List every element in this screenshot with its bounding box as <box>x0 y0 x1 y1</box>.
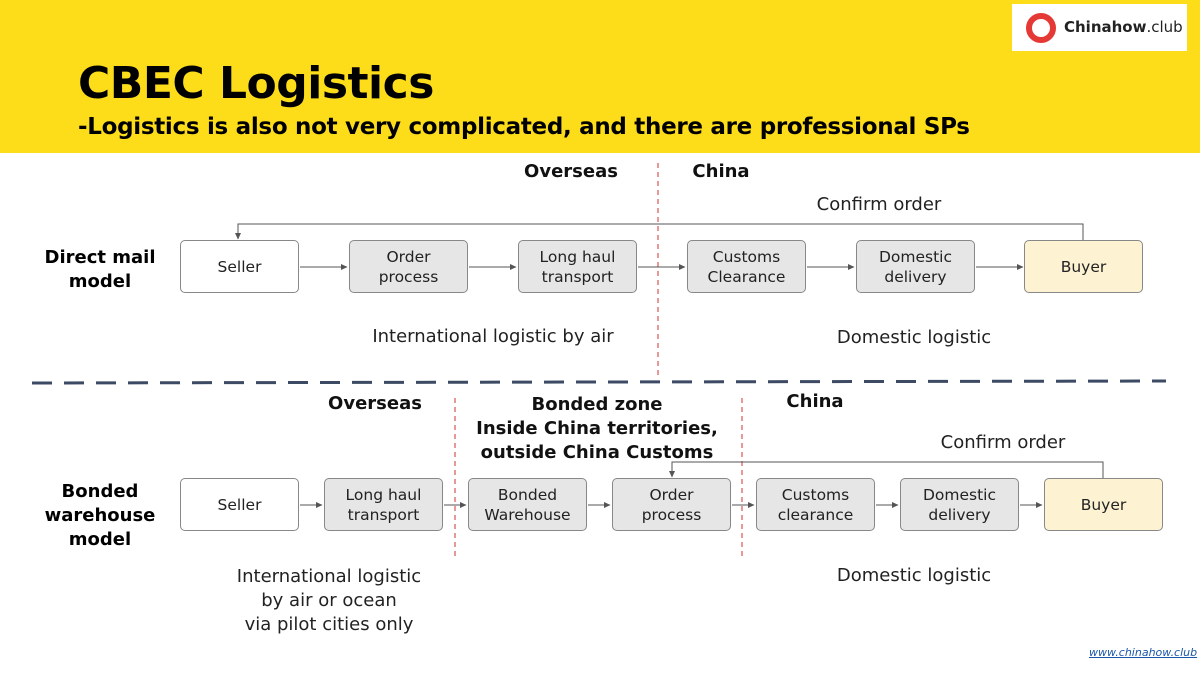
step-label: Order <box>386 247 431 266</box>
bonded-label-line3: model <box>68 529 132 550</box>
note-domestic-bonded: Domestic logistic <box>836 565 992 586</box>
bonded-label-line2: warehouse <box>44 505 156 526</box>
page-subtitle: -Logistics is also not very complicated,… <box>78 114 970 140</box>
step-label: Long haul <box>539 247 616 266</box>
step-label: Customs <box>781 485 850 504</box>
step-label: Order <box>649 485 694 504</box>
region-china-bonded: China <box>786 391 844 412</box>
bonded-model-label: Bonded warehouse model <box>45 480 156 552</box>
step-label: Buyer <box>1060 257 1107 276</box>
section-separator <box>31 379 1167 385</box>
region-overseas-direct: Overseas <box>524 161 618 182</box>
bonded-label-line1: Bonded <box>61 481 139 502</box>
note-international-line1: International logistic <box>236 566 422 587</box>
bonded-zone-line1: Bonded zone <box>531 394 663 415</box>
step-label: Seller <box>217 495 262 514</box>
step-label: Long haul <box>345 485 422 504</box>
step-label: clearance <box>777 505 854 524</box>
note-international-direct: International logistic by air <box>372 326 614 347</box>
note-international-bonded: International logistic by air or ocean v… <box>237 565 421 637</box>
step-seller-direct: Seller <box>180 240 299 293</box>
step-label: delivery <box>928 505 991 524</box>
region-china-direct: China <box>692 161 750 182</box>
step-label: Bonded <box>497 485 558 504</box>
note-international-line3: via pilot cities only <box>244 614 414 635</box>
logo-text: Chinahow.club <box>1064 18 1183 36</box>
step-seller-bonded: Seller <box>180 478 299 531</box>
logo-ring-icon <box>1026 13 1056 43</box>
step-label: process <box>641 505 702 524</box>
note-domestic-direct: Domestic logistic <box>836 327 992 348</box>
region-bonded-zone: Bonded zone Inside China territories, ou… <box>476 393 718 465</box>
note-international-line2: by air or ocean <box>261 590 397 611</box>
footer-url-link[interactable]: www.chinahow.club <box>1089 646 1198 659</box>
step-label: Domestic <box>922 485 997 504</box>
logo-suffix: .club <box>1146 18 1183 36</box>
step-label: transport <box>347 505 420 524</box>
bonded-zone-line3: outside China Customs <box>480 442 714 463</box>
step-label: process <box>378 267 439 286</box>
step-label: Buyer <box>1080 495 1127 514</box>
step-label: Customs <box>712 247 781 266</box>
step-buyer-bonded: Buyer <box>1044 478 1163 531</box>
direct-mail-model-label: Direct mail model <box>45 246 156 294</box>
step-label: Seller <box>217 257 262 276</box>
direct-mail-label-line1: Direct mail <box>44 247 156 268</box>
page-title: CBEC Logistics <box>78 58 434 109</box>
step-label: Clearance <box>707 267 786 286</box>
logo-brand: Chinahow <box>1064 18 1147 36</box>
step-label: delivery <box>884 267 947 286</box>
bonded-zone-line2: Inside China territories, <box>476 418 718 439</box>
confirm-order-label-direct: Confirm order <box>816 194 942 215</box>
direct-mail-label-line2: model <box>68 271 132 292</box>
step-label: transport <box>541 267 614 286</box>
header-banner: CBEC Logistics -Logistics is also not ve… <box>0 0 1200 153</box>
brand-logo[interactable]: Chinahow.club <box>1012 4 1187 51</box>
step-buyer-direct: Buyer <box>1024 240 1143 293</box>
confirm-order-arrow-direct <box>235 223 1084 240</box>
confirm-order-arrow-bonded <box>669 461 1104 478</box>
region-overseas-bonded: Overseas <box>328 393 422 414</box>
confirm-order-label-bonded: Confirm order <box>940 432 1066 453</box>
step-label: Domestic <box>878 247 953 266</box>
step-label: Warehouse <box>484 505 571 524</box>
